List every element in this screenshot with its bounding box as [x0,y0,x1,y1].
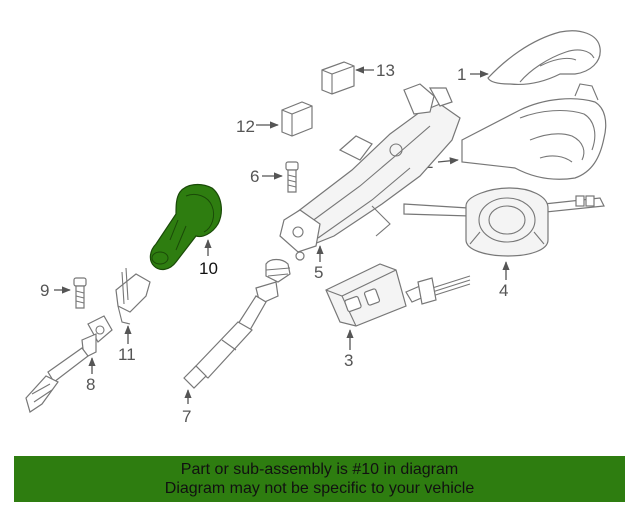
parts-diagram: 1 2 13 12 6 [25,30,607,426]
callout-4: 4 [499,281,508,300]
part-6-bolt[interactable] [285,161,299,193]
callout-10: 10 [199,259,218,278]
part-3-switch-module[interactable] [325,263,471,327]
banner-line-1: Part or sub-assembly is #10 in diagram [180,461,459,478]
part-4-combination-switch[interactable] [403,187,605,257]
callout-11: 11 [118,345,136,364]
part-9-bolt[interactable] [73,277,87,309]
part-8-intermediate-shaft[interactable] [25,315,113,413]
callout-8: 8 [86,375,95,394]
callout-12: 12 [236,117,255,136]
callout-9: 9 [40,281,49,300]
part-1-upper-cover[interactable] [487,30,601,85]
callout-7: 7 [182,407,191,426]
callout-3: 3 [344,351,353,370]
callout-1: 1 [457,65,466,84]
info-banner: Part or sub-assembly is #10 in diagram D… [14,456,625,502]
callout-6: 6 [250,167,259,186]
part-10-boot-highlighted[interactable] [149,183,222,271]
callout-5: 5 [314,263,323,282]
part-12-module[interactable] [281,101,313,137]
part-7-lower-shaft[interactable] [183,258,291,389]
banner-line-2: Diagram may not be specific to your vehi… [164,480,475,497]
part-5-steering-column[interactable] [279,83,461,261]
callout-13: 13 [376,61,395,80]
part-2-lower-cover[interactable] [461,83,607,180]
part-13-module[interactable] [321,61,355,95]
part-11-bracket[interactable] [115,267,151,325]
